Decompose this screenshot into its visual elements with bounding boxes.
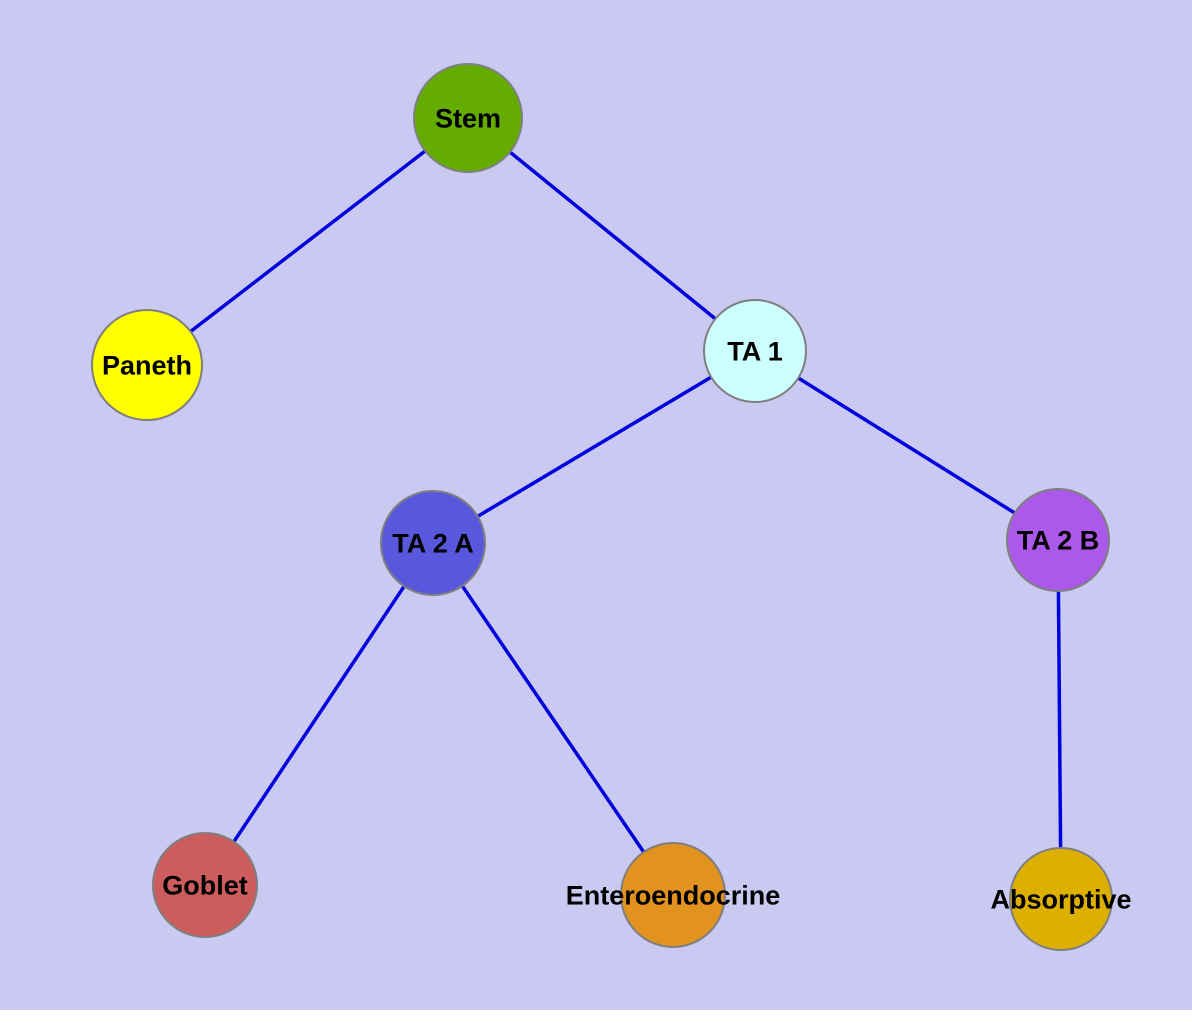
node-absorptive[interactable]: Absorptive bbox=[990, 847, 1132, 951]
node-circle-ta2a[interactable] bbox=[380, 490, 486, 596]
node-circle-ta1[interactable] bbox=[703, 299, 807, 403]
node-goblet[interactable]: Goblet bbox=[152, 832, 258, 938]
edge-ta1-ta2a bbox=[431, 349, 757, 545]
node-paneth[interactable]: Paneth bbox=[91, 309, 203, 421]
edge-ta2b-absorptive bbox=[1056, 538, 1063, 901]
edge-stem-paneth bbox=[145, 116, 470, 367]
bottom-margin bbox=[0, 1010, 1192, 1023]
node-circle-stem[interactable] bbox=[413, 63, 523, 173]
edge-ta2a-goblet bbox=[203, 541, 435, 887]
edge-ta2a-enteroendocrine bbox=[431, 541, 675, 897]
node-enteroendocrine[interactable]: Enteroendocrine bbox=[566, 842, 781, 948]
node-circle-ta2b[interactable] bbox=[1006, 488, 1110, 592]
node-ta2b[interactable]: TA 2 B bbox=[1006, 488, 1110, 592]
node-ta2a[interactable]: TA 2 A bbox=[380, 490, 486, 596]
edge-ta1-ta2b bbox=[753, 349, 1060, 542]
edge-stem-ta1 bbox=[466, 116, 757, 353]
node-stem[interactable]: Stem bbox=[413, 63, 523, 173]
node-circle-paneth[interactable] bbox=[91, 309, 203, 421]
node-circle-goblet[interactable] bbox=[152, 832, 258, 938]
node-ta1[interactable]: TA 1 bbox=[703, 299, 807, 403]
node-circle-enteroendocrine[interactable] bbox=[620, 842, 726, 948]
node-circle-absorptive[interactable] bbox=[1009, 847, 1113, 951]
